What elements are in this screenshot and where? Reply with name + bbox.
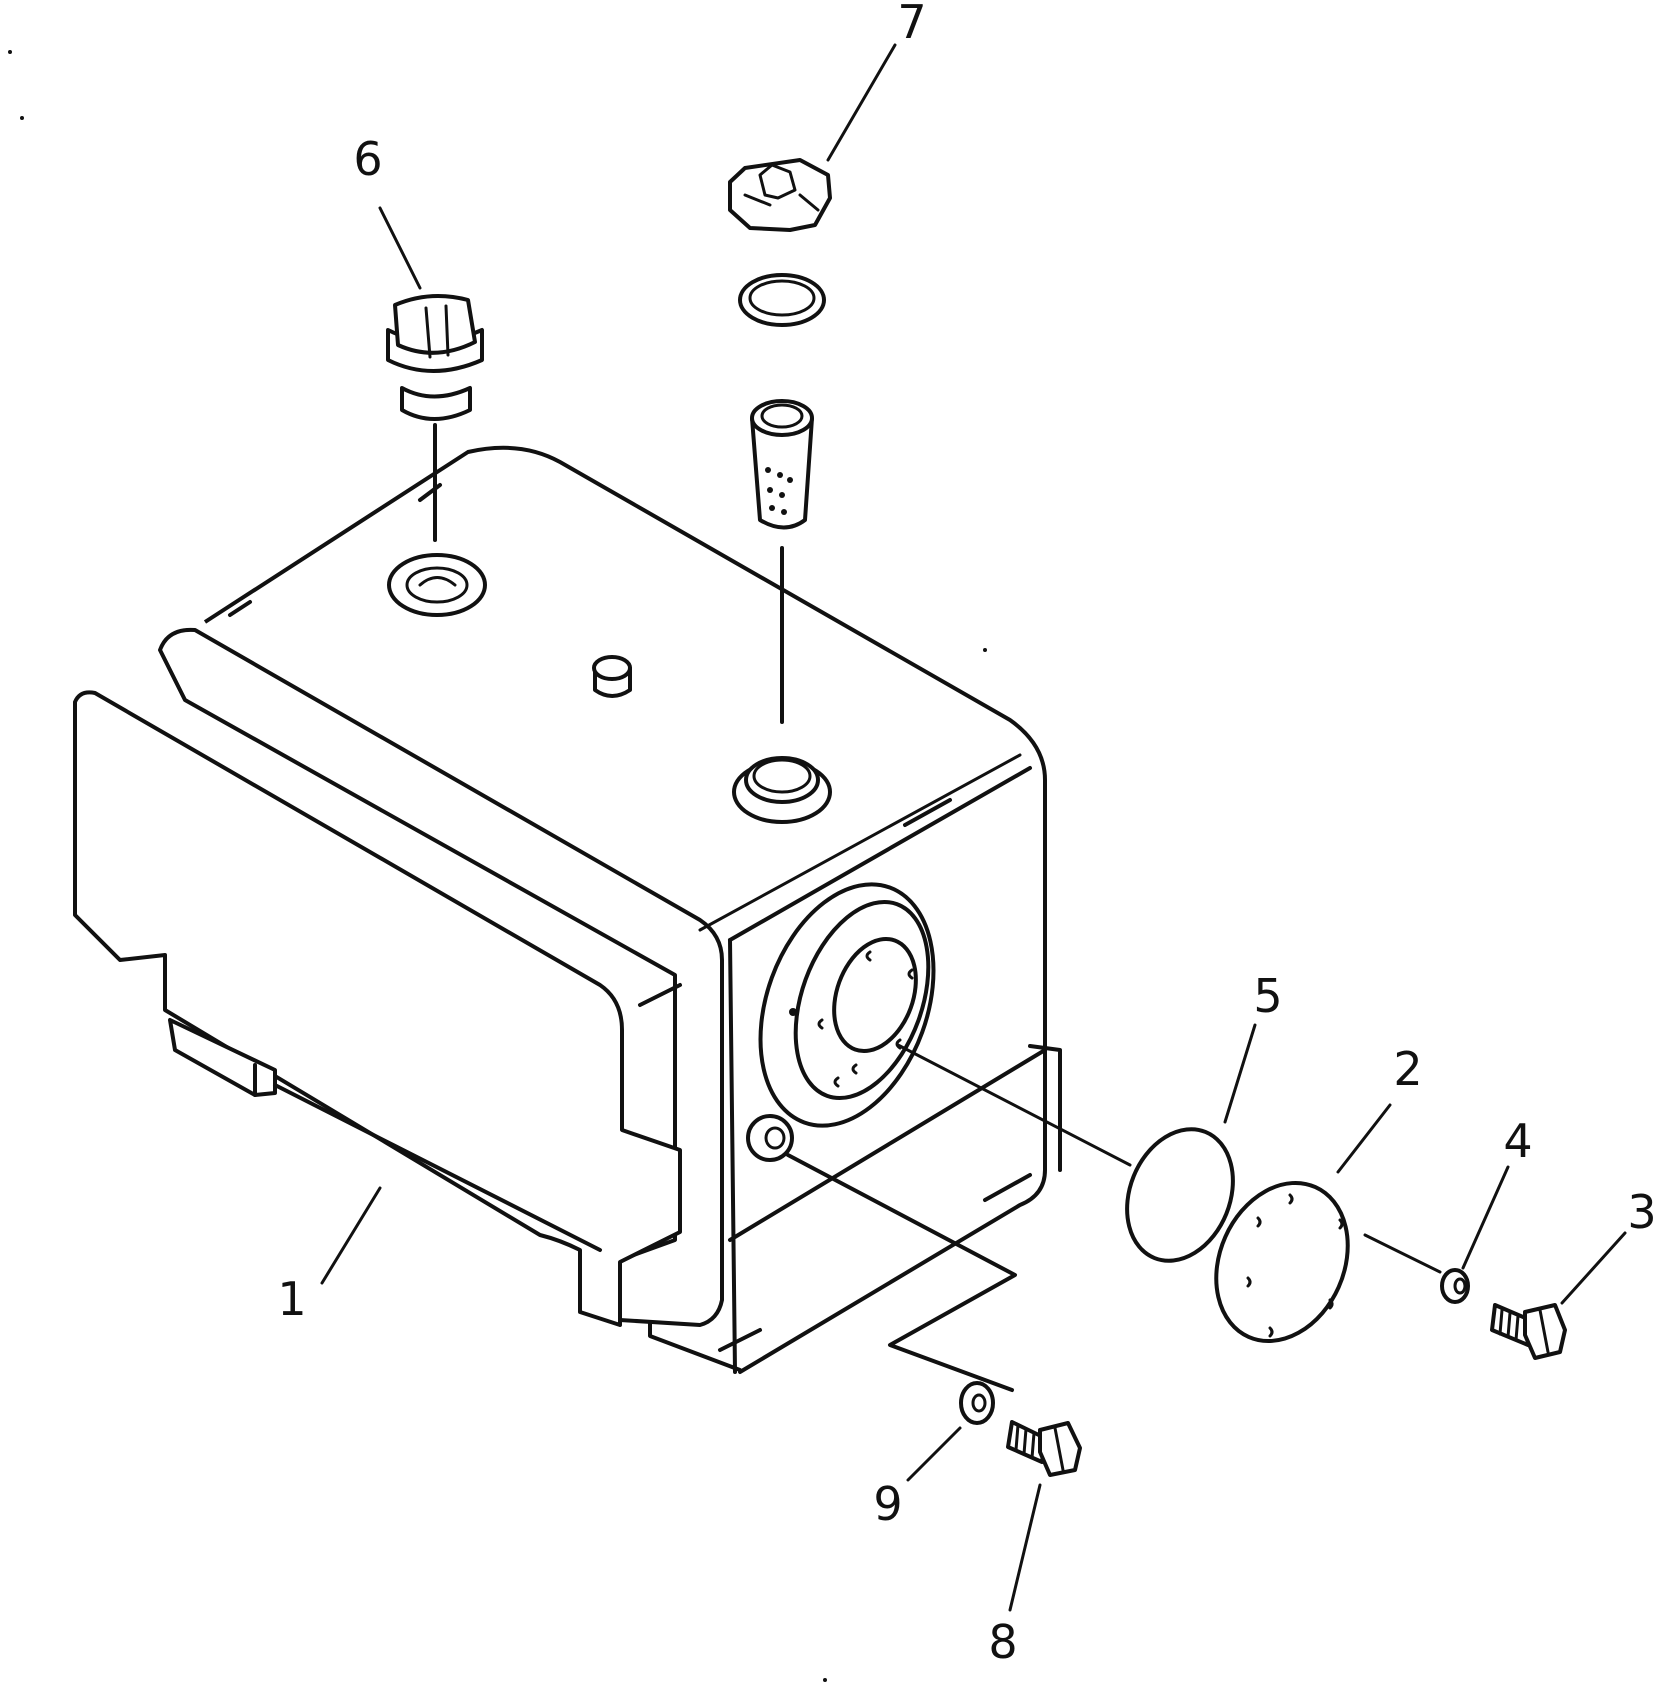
cap-part-7 (728, 158, 832, 232)
leader-lines (320, 43, 1627, 1612)
plug-part-6 (386, 294, 484, 542)
callout-9: 9 (873, 1477, 902, 1531)
washer-part-9 (786, 1153, 1017, 1425)
cover-part-2 (1214, 1180, 1442, 1344)
bolt-part-3 (1490, 1303, 1567, 1360)
callout-7: 7 (897, 0, 926, 49)
callout-8: 8 (988, 1615, 1017, 1669)
strainer (750, 399, 814, 724)
filler-neck-opening (732, 756, 832, 824)
cap-seal-ring (738, 273, 826, 327)
drain-plug-seat (387, 553, 487, 617)
callout-3: 3 (1627, 1185, 1656, 1239)
callout-1: 1 (277, 1272, 306, 1326)
washer-part-4 (1440, 1268, 1470, 1304)
bolt-part-8 (1006, 1420, 1082, 1477)
callout-4: 4 (1503, 1114, 1532, 1168)
front-flange (758, 882, 936, 1128)
o-ring-part-5 (896, 1043, 1235, 1263)
callout-6: 6 (353, 132, 382, 186)
callout-2: 2 (1393, 1042, 1422, 1096)
small-top-boss (592, 655, 632, 698)
tank-body (73, 445, 1062, 1374)
drain-boss (746, 1114, 794, 1162)
callout-5: 5 (1253, 969, 1282, 1023)
